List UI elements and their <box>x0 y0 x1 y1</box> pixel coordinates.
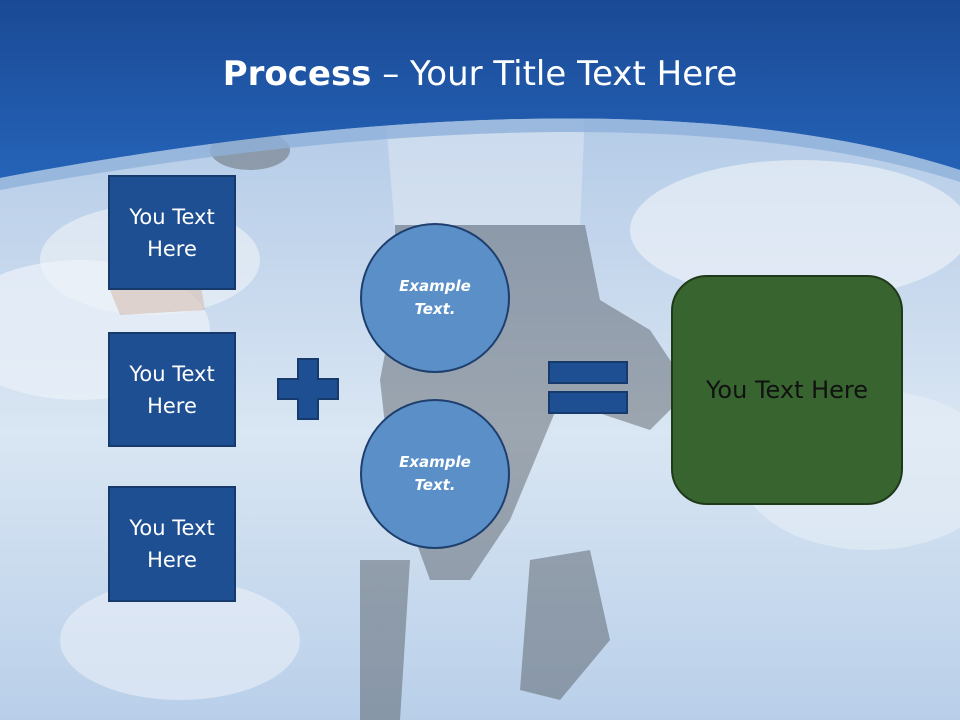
equals-icon <box>548 361 628 414</box>
text-box-1[interactable]: You Text Here <box>108 175 236 290</box>
text-box-label: You Text Here <box>129 516 215 572</box>
example-circle-1[interactable]: Example Text. <box>360 223 510 373</box>
plus-icon <box>277 358 339 420</box>
result-label: You Text Here <box>705 376 869 404</box>
result-box[interactable]: You Text Here <box>671 275 903 505</box>
circle-label: Example Text. <box>399 453 471 494</box>
slide-title: Process – Your Title Text Here <box>0 52 960 96</box>
circle-label: Example Text. <box>399 277 471 318</box>
cloud <box>60 580 300 700</box>
cloud <box>630 160 960 300</box>
header-swoosh <box>0 118 960 190</box>
text-box-label: You Text Here <box>129 361 215 418</box>
text-box-label: You Text Here <box>129 204 215 261</box>
text-box-3[interactable]: You Text Here <box>108 486 236 602</box>
title-rest: – Your Title Text Here <box>371 54 738 94</box>
text-box-2[interactable]: You Text Here <box>108 332 236 447</box>
header-band <box>0 0 960 178</box>
title-bold: Process <box>222 54 372 94</box>
example-circle-2[interactable]: Example Text. <box>360 399 510 549</box>
